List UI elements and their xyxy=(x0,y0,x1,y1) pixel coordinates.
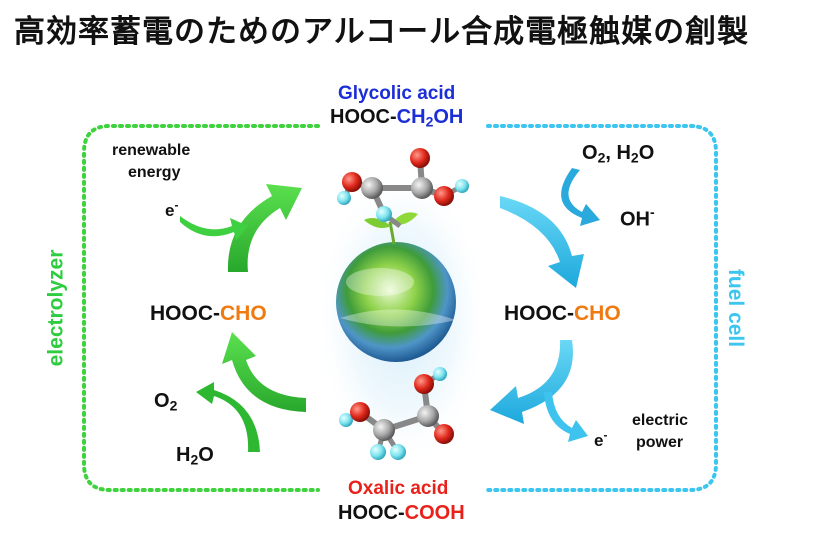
fuel-cell-bracket xyxy=(486,124,718,492)
water-oxidation-arrow xyxy=(196,382,260,452)
reactant-label: O2, H2O xyxy=(582,142,655,166)
electrolyzer-up-arrow-lower xyxy=(222,332,306,412)
oxygen-label: O2 xyxy=(154,390,178,414)
glycolic-acid-name: Glycolic acid xyxy=(338,83,456,104)
fuel-cell-aldehyde: HOOC-CHO xyxy=(504,302,621,325)
power-label: power xyxy=(636,434,684,451)
electrolyzer-up-arrow-upper xyxy=(227,184,302,272)
water-label: H2O xyxy=(176,444,214,468)
earth-globe-icon xyxy=(336,242,456,362)
oxalic-acid-molecule-icon xyxy=(339,367,454,460)
electric-label: electric xyxy=(632,412,689,429)
electron-out-label: e- xyxy=(594,428,608,451)
electrolyzer-aldehyde: HOOC-CHO xyxy=(150,302,267,325)
oxalic-acid-formula: HOOC-COOH xyxy=(338,502,465,524)
electron-in-arrow xyxy=(180,216,248,240)
electrolyzer-label: electrolyzer xyxy=(44,249,68,367)
energy-label: energy xyxy=(128,164,181,181)
oxalic-acid-name: Oxalic acid xyxy=(348,478,449,499)
electron-out-arrow xyxy=(544,392,588,442)
glycolic-acid-formula: HOOC-CH2OH xyxy=(330,106,464,130)
page-title: 高効率蓄電のためのアルコール合成電極触媒の創製 xyxy=(14,14,750,50)
electron-in-label: e- xyxy=(165,198,179,221)
electrolyzer-bracket xyxy=(82,124,320,492)
fuel-cell-down-arrow-lower xyxy=(490,340,573,424)
sprout-icon xyxy=(388,221,396,245)
glycolic-acid-molecule-icon xyxy=(337,148,469,228)
oxygen-reduction-arrow xyxy=(561,168,600,226)
renewable-label: renewable xyxy=(112,142,191,159)
fuel-cell-label: fuel cell xyxy=(724,268,748,348)
hydroxide-label: OH- xyxy=(620,204,655,231)
fuel-cell-down-arrow-upper xyxy=(500,196,584,288)
